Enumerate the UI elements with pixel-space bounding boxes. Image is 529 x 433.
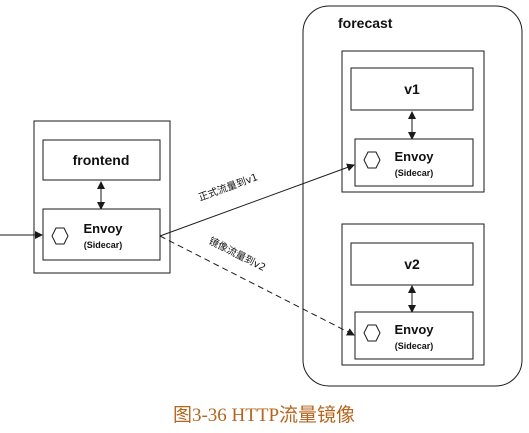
v1-label: v1	[404, 81, 420, 97]
v1-envoy-label: Envoy	[394, 149, 434, 164]
forecast-label: forecast	[338, 15, 393, 31]
frontend-envoy-label: Envoy	[83, 221, 123, 236]
v1-envoy-hexagon-icon	[363, 151, 381, 169]
v2-envoy-hexagon-icon	[363, 324, 381, 342]
frontend-service-box	[42, 139, 161, 181]
v2-envoy-label: Envoy	[394, 322, 434, 337]
forecast-container	[302, 5, 523, 387]
edge-to-v2-label: 镜像流量到v2	[207, 234, 268, 274]
v2-label: v2	[404, 256, 420, 272]
v1-sidecar-label: (Sidecar)	[395, 168, 434, 178]
frontend-label: frontend	[73, 152, 130, 168]
edge-to-v2	[159, 235, 355, 336]
v2-service-box	[350, 242, 474, 286]
edge-to-v1-label: 正式流量到v1	[197, 170, 260, 204]
frontend-sidecar-label: (Sidecar)	[84, 240, 123, 250]
edge-to-v1	[159, 163, 355, 237]
v1-service-box	[350, 67, 474, 111]
v2-sidecar-label: (Sidecar)	[395, 341, 434, 351]
frontend-envoy-hexagon-icon	[51, 227, 69, 245]
figure-caption: 图3-36 HTTP流量镜像	[173, 404, 355, 426]
